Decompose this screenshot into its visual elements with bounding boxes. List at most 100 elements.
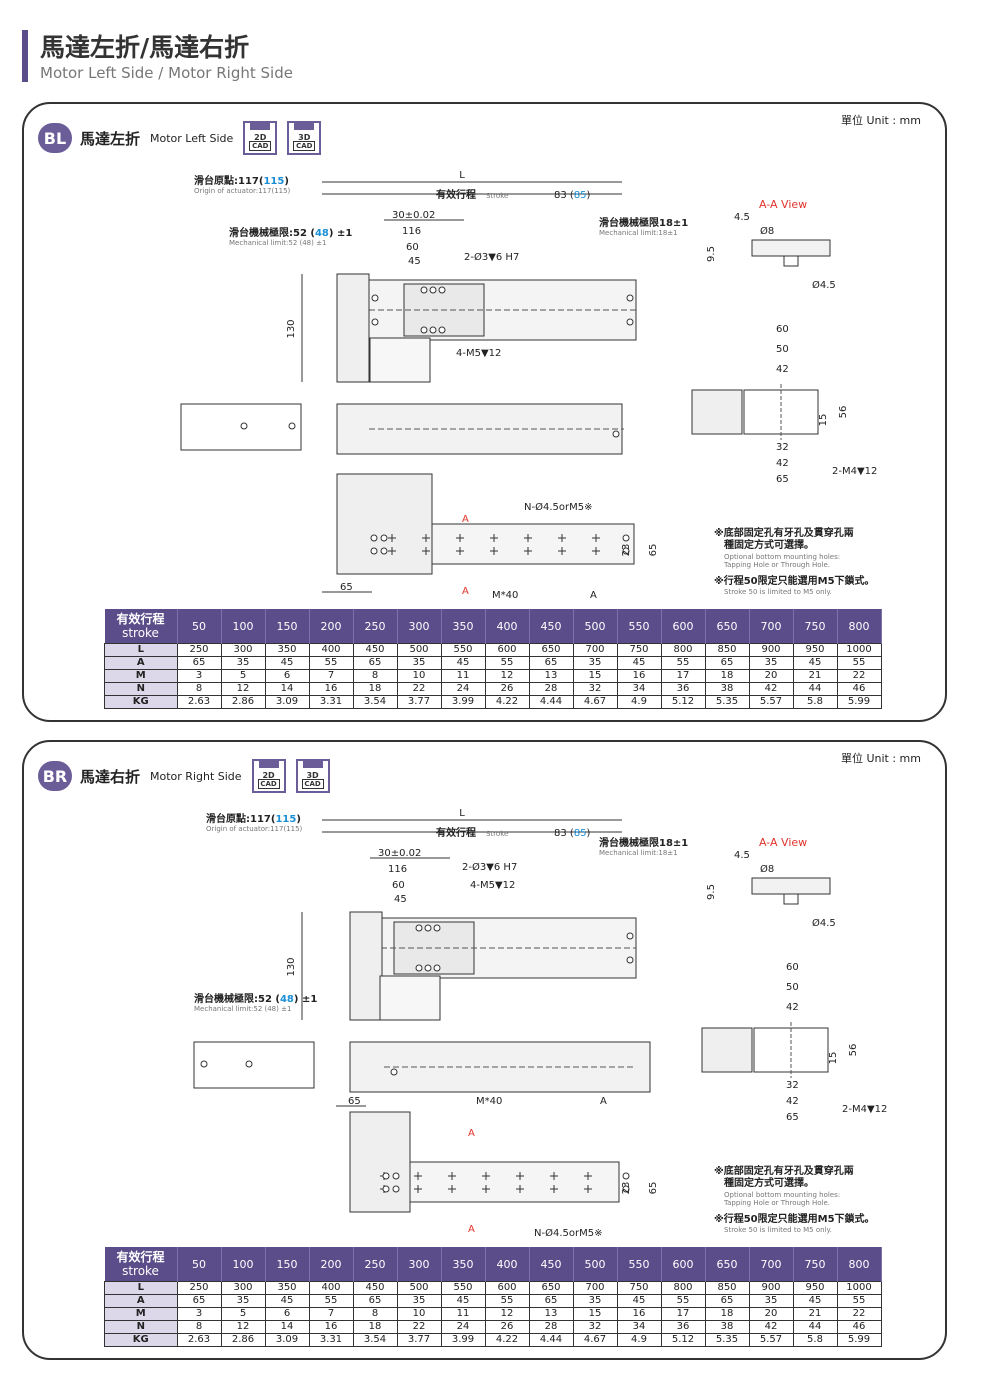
spec-cell: 8 — [352, 1307, 398, 1321]
aa-view-title: A-A View — [759, 836, 807, 849]
spec-cell: 16 — [308, 1320, 354, 1334]
spec-stroke-header: 550 — [617, 609, 662, 644]
stroke-label: 有效行程 — [436, 188, 476, 201]
spec-stroke-header: 650 — [705, 609, 750, 644]
mounting-hole — [622, 1185, 630, 1193]
spec-cell: 800 — [660, 643, 706, 657]
spec-cell: 6 — [264, 669, 310, 683]
end-dim-42b: 42 — [776, 458, 789, 469]
spec-cell: 4.44 — [528, 1333, 574, 1347]
aa-section — [751, 239, 831, 257]
cad-3d-icon[interactable]: 3D CAD — [287, 121, 322, 155]
spec-cell: 450 — [352, 643, 398, 657]
cad-3d-icon[interactable]: 3D CAD — [295, 759, 330, 793]
bottom-dim-65: 65 — [340, 582, 353, 593]
spec-cell: 650 — [528, 643, 574, 657]
section-title: 馬達右折 — [80, 767, 141, 786]
spec-cell: 24 — [440, 1320, 486, 1334]
origin-label: 滑台原點:117(115) — [206, 812, 301, 825]
spec-cell: 950 — [792, 643, 838, 657]
origin-close: ) — [284, 176, 289, 187]
mounting-hole — [622, 1172, 630, 1180]
section-title: 馬達左折 — [80, 129, 141, 148]
spec-cell: 400 — [308, 1281, 354, 1295]
spec-cell: 3.09 — [264, 695, 310, 709]
bottom-dim-65v: 65 — [648, 1182, 659, 1195]
aa-section — [751, 877, 831, 895]
spec-cell: 65 — [352, 656, 398, 670]
spec-row-label: KG — [104, 1333, 178, 1347]
note-en-2: Tapping Hole or Through Hole. — [723, 561, 830, 569]
end-dim-56: 56 — [848, 1044, 859, 1057]
spec-row-label: L — [104, 1281, 178, 1295]
spec-cell: 35 — [220, 656, 266, 670]
spec-cell: 12 — [484, 669, 530, 683]
spec-cell: 300 — [220, 643, 266, 657]
note-en-2: Tapping Hole or Through Hole. — [723, 1199, 830, 1207]
spec-cell: 38 — [704, 682, 750, 696]
motor-side-block — [193, 1041, 315, 1089]
spec-cell: 55 — [308, 1294, 354, 1308]
spec-cell: 35 — [396, 656, 442, 670]
spec-cell: 400 — [308, 643, 354, 657]
spec-cell: 35 — [572, 656, 618, 670]
spec-cell: 550 — [440, 1281, 486, 1295]
spec-stroke-header: 200 — [309, 1247, 354, 1282]
mounting-hole — [288, 422, 296, 430]
spec-cell: 3.31 — [308, 695, 354, 709]
end-dim-65: 65 — [786, 1112, 799, 1123]
spec-cell: 250 — [176, 643, 222, 657]
spec-stroke-header: 600 — [661, 609, 706, 644]
mounting-hole — [438, 326, 446, 334]
spec-cell: 45 — [792, 656, 838, 670]
spec-cell: 8 — [176, 682, 222, 696]
spec-cell: 4.9 — [616, 695, 662, 709]
mounting-hole — [415, 924, 423, 932]
spec-cell: 32 — [572, 682, 618, 696]
dim-30: 30±0.02 — [378, 848, 421, 859]
spec-cell: 2.86 — [220, 1333, 266, 1347]
motor-housing — [349, 911, 383, 1021]
end-dim-15: 15 — [818, 414, 829, 427]
m5-hole-label: 4-M5▼12 — [456, 348, 501, 359]
spec-header-en: stroke — [122, 1264, 159, 1278]
spec-cell: 350 — [264, 643, 310, 657]
spec-cell: 3.09 — [264, 1333, 310, 1347]
note-cn-2: 種固定方式可選擇。 — [724, 1176, 814, 1189]
spec-row-label: KG — [104, 695, 178, 709]
spec-cell: 65 — [528, 656, 574, 670]
note-stroke50: ※行程50限定只能選用M5下鎖式。 — [714, 1212, 875, 1225]
origin-label: 滑台原點:117(115) — [194, 174, 289, 187]
spec-cell: 3.54 — [352, 695, 398, 709]
origin-close: ) — [296, 814, 301, 825]
mech-limit-close: ) ±1 — [329, 228, 352, 239]
dim-45: 45 — [394, 894, 407, 905]
spec-cell: 900 — [748, 1281, 794, 1295]
spec-cell: 45 — [616, 656, 662, 670]
cad-2d-icon[interactable]: 2D CAD — [251, 759, 286, 793]
mech-limit-label-en: Mechanical limit:52 (48) ±1 — [194, 1005, 291, 1013]
spec-cell: 22 — [396, 1320, 442, 1334]
spec-cell: 4.44 — [528, 695, 574, 709]
cad-2d-icon[interactable]: 2D CAD — [243, 121, 278, 155]
spec-cell: 46 — [836, 1320, 882, 1334]
mech-limit-alt: 48 — [280, 994, 294, 1005]
cad-3d-label: 3D — [298, 133, 311, 142]
spec-cell: 44 — [792, 682, 838, 696]
mounting-hole — [438, 286, 446, 294]
spec-cell: 13 — [528, 1307, 574, 1321]
mech-limit-label: 滑台機械極限:52 (48) ±1 — [229, 226, 352, 239]
spec-row-label: L — [104, 643, 178, 657]
spec-cell: 35 — [748, 656, 794, 670]
unit-label: 單位 Unit : mm — [840, 114, 921, 127]
spec-stroke-header: 50 — [177, 1247, 222, 1282]
bottom-dim-23: 23 — [621, 544, 632, 557]
bottom-dim-a: A — [600, 1096, 607, 1107]
spec-stroke-header: 250 — [353, 609, 398, 644]
